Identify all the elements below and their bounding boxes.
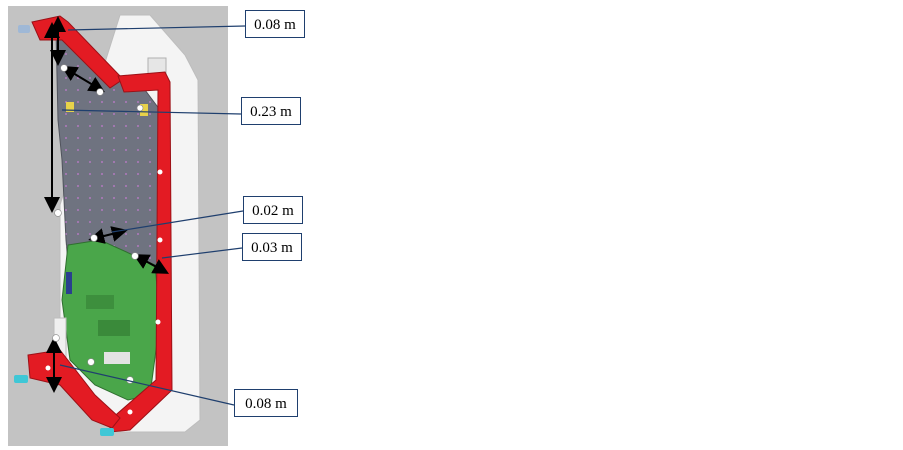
frame-hole <box>157 237 163 243</box>
dimension-arrow <box>61 65 105 93</box>
frame-hole <box>127 409 133 415</box>
sensor-points <box>52 64 144 384</box>
connector-left <box>14 375 28 383</box>
frame-hole <box>157 169 163 175</box>
plate-hole-pattern <box>56 28 160 300</box>
sensor-bracket <box>66 102 74 112</box>
sensor-bracket <box>140 104 148 116</box>
frame-hole <box>155 319 161 325</box>
pcb-component <box>98 320 130 336</box>
pcb-component <box>86 295 114 309</box>
dimension-arrow <box>88 226 128 244</box>
pcb-component <box>104 352 130 364</box>
dimension-label-top: 0.08 m <box>245 10 305 38</box>
pcb-component <box>66 272 72 294</box>
dimension-label-bottom: 0.08 m <box>234 389 298 417</box>
leader-lines <box>59 25 246 406</box>
frame-hole <box>45 365 51 371</box>
connector-bottom <box>100 428 114 436</box>
dimension-arrow <box>132 254 170 274</box>
dimension-label-middle: 0.02 m <box>243 196 303 224</box>
dimension-label-right: 0.03 m <box>242 233 302 261</box>
dimension-label-height: 0.23 m <box>241 97 301 125</box>
connector-top <box>18 25 30 33</box>
